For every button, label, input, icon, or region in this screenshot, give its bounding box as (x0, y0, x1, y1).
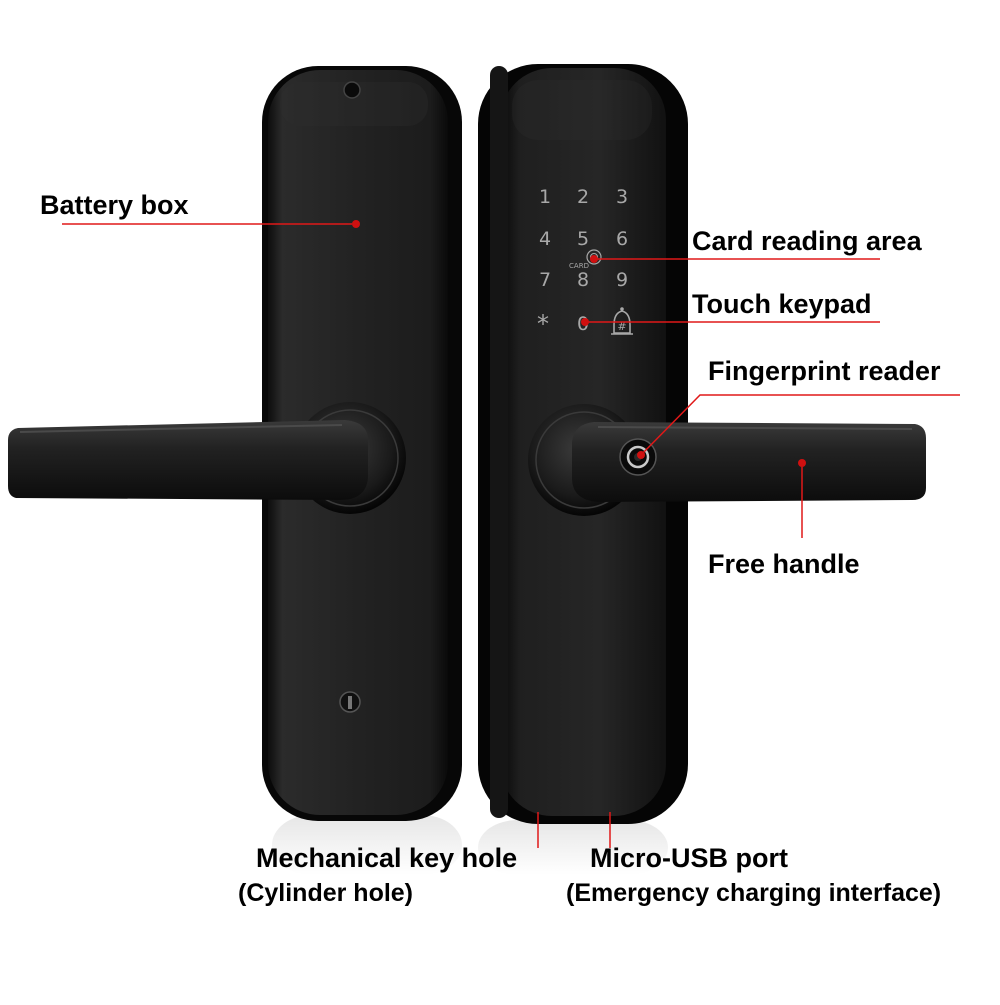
keypad-key[interactable]: * (537, 310, 549, 338)
callout-free-handle (798, 459, 806, 538)
keypad-key[interactable]: 6 (616, 228, 628, 250)
cylinder-hole-label: (Cylinder hole) (238, 879, 414, 907)
callout-dot (637, 451, 645, 459)
keypad-key[interactable]: 4 (539, 228, 551, 250)
emergency-charging-label: (Emergency charging interface) (566, 879, 942, 907)
keypad-key[interactable]: 5 (577, 228, 589, 250)
keypad-key[interactable]: 7 (539, 269, 551, 291)
keyhole-icon (339, 691, 361, 713)
card-reader-label: CARD (569, 262, 589, 270)
keypad-key[interactable]: 1 (539, 186, 551, 208)
callout-dot (352, 220, 360, 228)
right-handle (528, 404, 926, 516)
keypad-key[interactable]: 2 (577, 186, 589, 208)
callout-keypad (581, 318, 880, 326)
card-reading-area-label: Card reading area (692, 226, 922, 256)
right-reflection (478, 820, 668, 875)
keypad-key[interactable]: 9 (616, 269, 628, 291)
keypad-key[interactable]: 3 (616, 186, 628, 208)
callout-fingerprint (637, 394, 960, 459)
free-handle-label: Free handle (708, 549, 860, 579)
callout-dot (798, 459, 806, 467)
callout-battery (62, 220, 360, 228)
touch-keypad: 1 2 3 4 5 6 7 8 9 * 0 # CARD (537, 186, 633, 338)
callout-card (590, 255, 880, 263)
left-handle (8, 402, 406, 514)
callout-dot (590, 255, 598, 263)
fingerprint-reader-label: Fingerprint reader (708, 356, 941, 386)
mechanical-key-hole-label: Mechanical key hole (256, 843, 518, 873)
micro-usb-port-label: Micro-USB port (590, 843, 788, 873)
touch-keypad-label: Touch keypad (692, 289, 872, 319)
battery-box-label: Battery box (40, 190, 189, 220)
left-reflection (272, 815, 462, 875)
keypad-key[interactable]: 8 (577, 269, 589, 291)
keypad-key[interactable]: # (617, 320, 626, 333)
callout-dot (581, 318, 589, 326)
top-screw-icon (343, 81, 361, 99)
